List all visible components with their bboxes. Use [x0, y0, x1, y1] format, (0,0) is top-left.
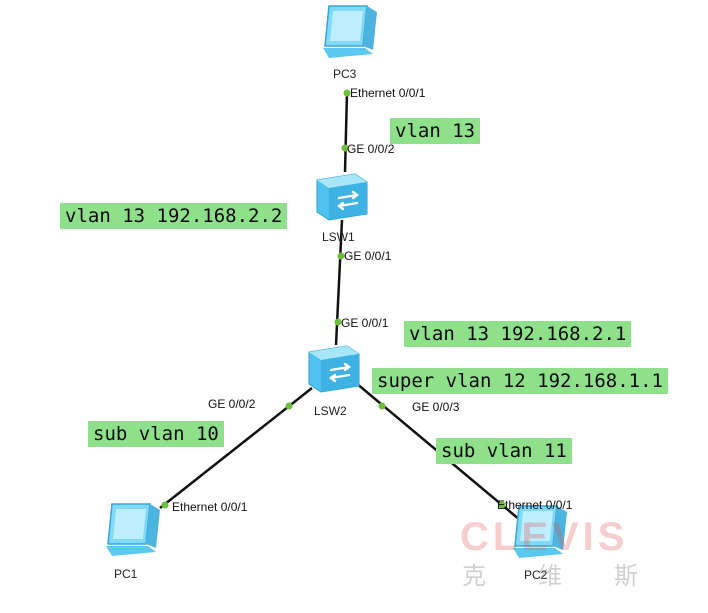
annotation-pc1-subvlan: sub vlan 10: [88, 421, 224, 447]
lsw2-ge002-label: GE 0/0/2: [208, 397, 256, 411]
link-pc3-lsw1: [343, 91, 349, 173]
pc-monitor-icon: [323, 5, 377, 58]
port-dot-lsw2-ge001: [334, 318, 342, 326]
pc2-port-label: Ethernet 0/0/1: [497, 498, 573, 512]
switch-icon: [316, 173, 368, 221]
annotation-lsw2-vlanif13: vlan 13 192.168.2.1: [404, 321, 632, 347]
annotation-lsw2-supervlan: super vlan 12 192.168.1.1: [372, 368, 668, 394]
link-lsw2-pc2: [349, 377, 521, 521]
lsw1-label: LSW1: [322, 230, 355, 244]
pc-monitor-icon: [106, 503, 160, 556]
lsw1-device[interactable]: [313, 168, 371, 226]
pc1-port-label: Ethernet 0/0/1: [172, 500, 248, 514]
port-dot-lsw1-ge001: [337, 252, 345, 260]
switch-icon: [308, 345, 360, 393]
pc1-device[interactable]: [98, 500, 164, 562]
annotation-pc3-vlan: vlan 13: [390, 118, 481, 144]
lsw1-ge002-label: GE 0/0/2: [347, 142, 395, 156]
pc2-label: PC2: [524, 568, 548, 582]
port-dot-pc3-eth: [343, 89, 351, 97]
pc1-label: PC1: [114, 567, 138, 581]
lsw1-ge001-label: GE 0/0/1: [344, 249, 392, 263]
lsw2-ge003-label: GE 0/0/3: [412, 400, 460, 414]
port-dot-lsw1-ge002: [341, 144, 349, 152]
lsw2-ge001-label: GE 0/0/1: [341, 316, 389, 330]
pc3-device[interactable]: [315, 2, 381, 64]
port-dot-pc2-eth: [498, 501, 506, 509]
pc3-port-label: Ethernet 0/0/1: [350, 86, 426, 100]
port-dot-lsw2-ge002: [285, 402, 293, 410]
annotation-pc2-subvlan: sub vlan 11: [436, 438, 572, 464]
annotation-lsw1-vlanif: vlan 13 192.168.2.2: [60, 203, 288, 229]
pc2-device[interactable]: [505, 502, 571, 564]
pc3-label: PC3: [333, 67, 357, 81]
lsw2-label: LSW2: [314, 404, 347, 418]
pc-monitor-icon: [513, 505, 567, 558]
port-dot-pc1-eth: [161, 501, 169, 509]
lsw2-device[interactable]: [305, 340, 363, 398]
port-dot-lsw2-ge003: [378, 402, 386, 410]
